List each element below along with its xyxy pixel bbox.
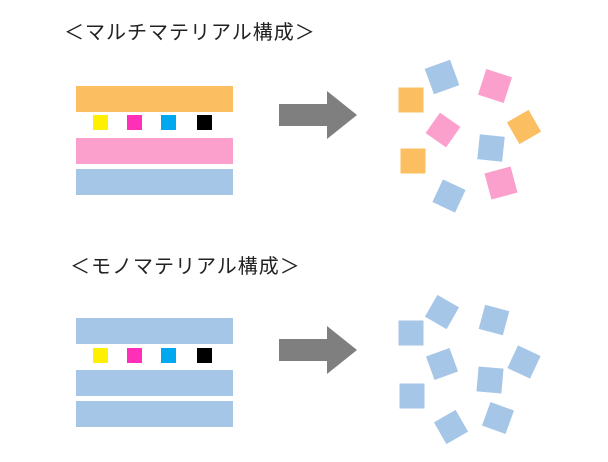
ink-swatch xyxy=(127,348,142,363)
fragment xyxy=(399,383,425,409)
ink-swatch xyxy=(161,115,176,130)
fragment xyxy=(398,320,424,346)
fragment xyxy=(507,345,541,379)
fragment xyxy=(506,109,542,145)
ink-swatch xyxy=(93,115,108,130)
mono-material-stack xyxy=(76,318,233,427)
ink-swatch xyxy=(161,348,176,363)
fragment xyxy=(433,409,469,445)
fragment xyxy=(432,179,466,213)
ink-swatch xyxy=(127,115,142,130)
ink-swatch xyxy=(197,348,212,363)
film-layer xyxy=(76,86,233,112)
film-layer xyxy=(76,401,233,427)
mono-arrow xyxy=(279,326,357,374)
fragment xyxy=(400,148,426,174)
fragment xyxy=(481,401,515,435)
film-layer xyxy=(76,138,233,164)
multi-material-stack xyxy=(76,86,233,195)
fragment xyxy=(398,87,424,113)
fragment xyxy=(424,59,460,95)
multi-arrow xyxy=(279,91,357,139)
ink-swatch xyxy=(197,115,212,130)
multi-material-fragments xyxy=(398,59,542,213)
fragment xyxy=(425,112,461,148)
fragment xyxy=(484,166,518,200)
fragment xyxy=(424,294,460,330)
film-layer xyxy=(76,318,233,344)
film-layer xyxy=(76,169,233,195)
mono-material-heading: ＜モノマテリアル構成＞ xyxy=(70,254,301,278)
mono-material-fragments xyxy=(398,294,541,445)
fragment xyxy=(477,68,513,104)
fragment xyxy=(477,134,505,162)
fragment xyxy=(476,366,504,394)
fragment xyxy=(425,347,459,381)
ink-swatch xyxy=(93,348,108,363)
film-layer xyxy=(76,370,233,396)
fragment xyxy=(478,304,510,336)
multi-material-heading: ＜マルチマテリアル構成＞ xyxy=(64,20,316,44)
